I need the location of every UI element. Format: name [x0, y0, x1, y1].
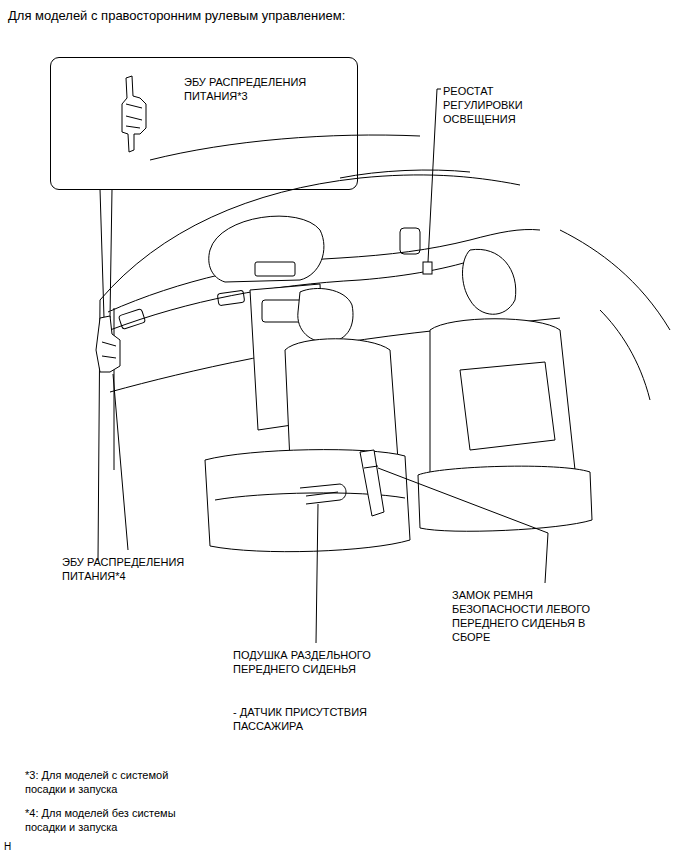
part-label: - ДАТЧИК ПРИСУТСТВИЯ ПАССАЖИРА	[233, 705, 383, 733]
page-mark: H	[4, 840, 24, 854]
part-label: РЕОСТАТ РЕГУЛИРОВКИ ОСВЕЩЕНИЯ	[443, 84, 553, 126]
inset-box: ЭБУ РАСПРЕДЕЛЕНИЯ ПИТАНИЯ*3	[50, 57, 358, 190]
part-label: ЭБУ РАСПРЕДЕЛЕНИЯ ПИТАНИЯ*3	[184, 75, 324, 103]
part-label: ЗАМОК РЕМНЯ БЕЗОПАСНОСТИ ЛЕВОГО ПЕРЕДНЕГ…	[452, 588, 612, 644]
part-label: ЭБУ РАСПРЕДЕЛЕНИЯ ПИТАНИЯ*4	[62, 555, 222, 583]
page-title: Для моделей с правосторонним рулевым упр…	[8, 8, 345, 24]
part-label: ПОДУШКА РАЗДЕЛЬНОГО ПЕРЕДНЕГО СИДЕНЬЯ	[233, 648, 393, 676]
footnote: *3: Для моделей с системой посадки и зап…	[25, 768, 200, 796]
footnote: *4: Для моделей без системы посадки и за…	[25, 806, 200, 834]
